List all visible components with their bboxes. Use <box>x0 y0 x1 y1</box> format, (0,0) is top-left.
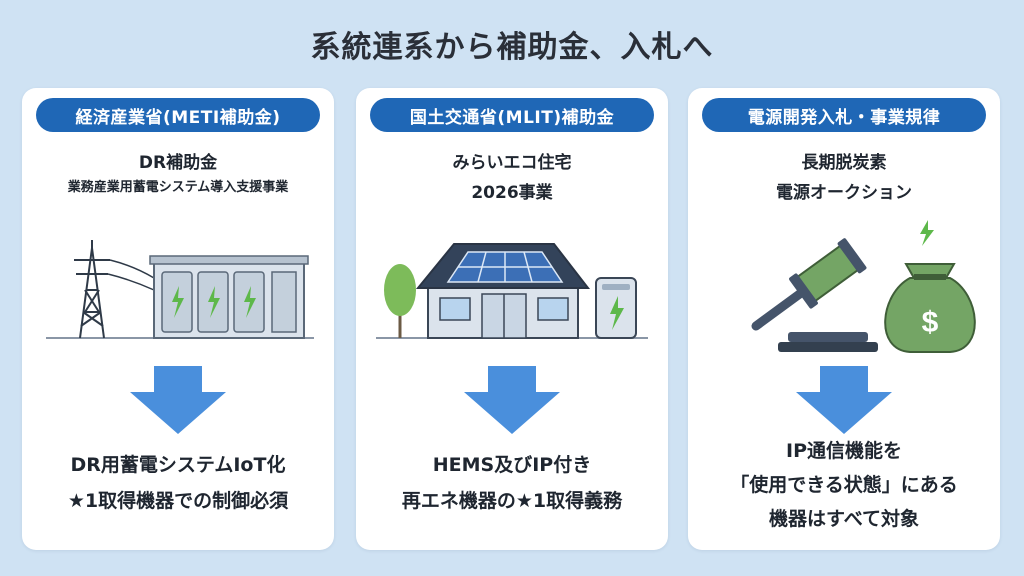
battery-storage-illustration <box>46 240 314 339</box>
card-result-line-1: DR用蓄電システムIoT化 <box>70 454 286 476</box>
home-battery-icon <box>595 277 637 339</box>
card-header-meti: 経済産業省(METI補助金) <box>36 98 320 132</box>
gavel-icon <box>751 238 878 352</box>
meti-subsidy-card: 経済産業省(METI補助金) DR補助金 業務産業用蓄電システム導入支援事業 <box>22 88 334 550</box>
arrow-down-icon <box>130 366 226 434</box>
card-subtitle: DR補助金 <box>138 153 218 173</box>
svg-text:$: $ <box>922 306 939 339</box>
auction-illustration: $ <box>751 220 976 353</box>
page-title: 系統連系から補助金、入札へ <box>310 30 714 65</box>
card-result-line-2: 再エネ機器の★1取得義務 <box>401 490 623 512</box>
money-bag-icon: $ <box>884 263 976 353</box>
card-subtitle-line-2: 2026事業 <box>471 183 553 203</box>
card-header-mlit: 国土交通省(MLIT)補助金 <box>370 98 654 132</box>
tree-icon <box>384 264 416 338</box>
power-auction-card: 電源開発入札・事業規律 長期脱炭素 電源オークション $ IP通信機能を 「使用… <box>688 88 1000 550</box>
house-icon <box>415 243 591 339</box>
solar-house-illustration <box>376 243 648 339</box>
card-subtitle-detail: 業務産業用蓄電システム導入支援事業 <box>67 180 289 195</box>
card-result-line-1: IP通信機能を <box>786 440 902 462</box>
card-subtitle-line-2: 電源オークション <box>776 183 912 203</box>
card-result-line-2: 「使用できる状態」にある <box>730 474 958 496</box>
card-header-auction: 電源開発入札・事業規律 <box>702 98 986 132</box>
card-subtitle-line-1: 長期脱炭素 <box>801 153 887 173</box>
arrow-down-icon <box>464 366 560 434</box>
card-result-line-3: 機器はすべて対象 <box>769 508 919 530</box>
card-subtitle-line-1: みらいエコ住宅 <box>452 153 572 173</box>
mlit-subsidy-card: 国土交通省(MLIT)補助金 みらいエコ住宅 2026事業 <box>356 88 668 550</box>
lightning-icon <box>920 220 934 246</box>
arrow-down-icon <box>796 366 892 434</box>
battery-container-icon <box>149 255 309 339</box>
card-result-line-2: ★1取得機器での制御必須 <box>67 490 289 512</box>
card-result-line-1: HEMS及びIP付き <box>432 454 592 476</box>
transmission-tower-icon <box>74 240 110 339</box>
